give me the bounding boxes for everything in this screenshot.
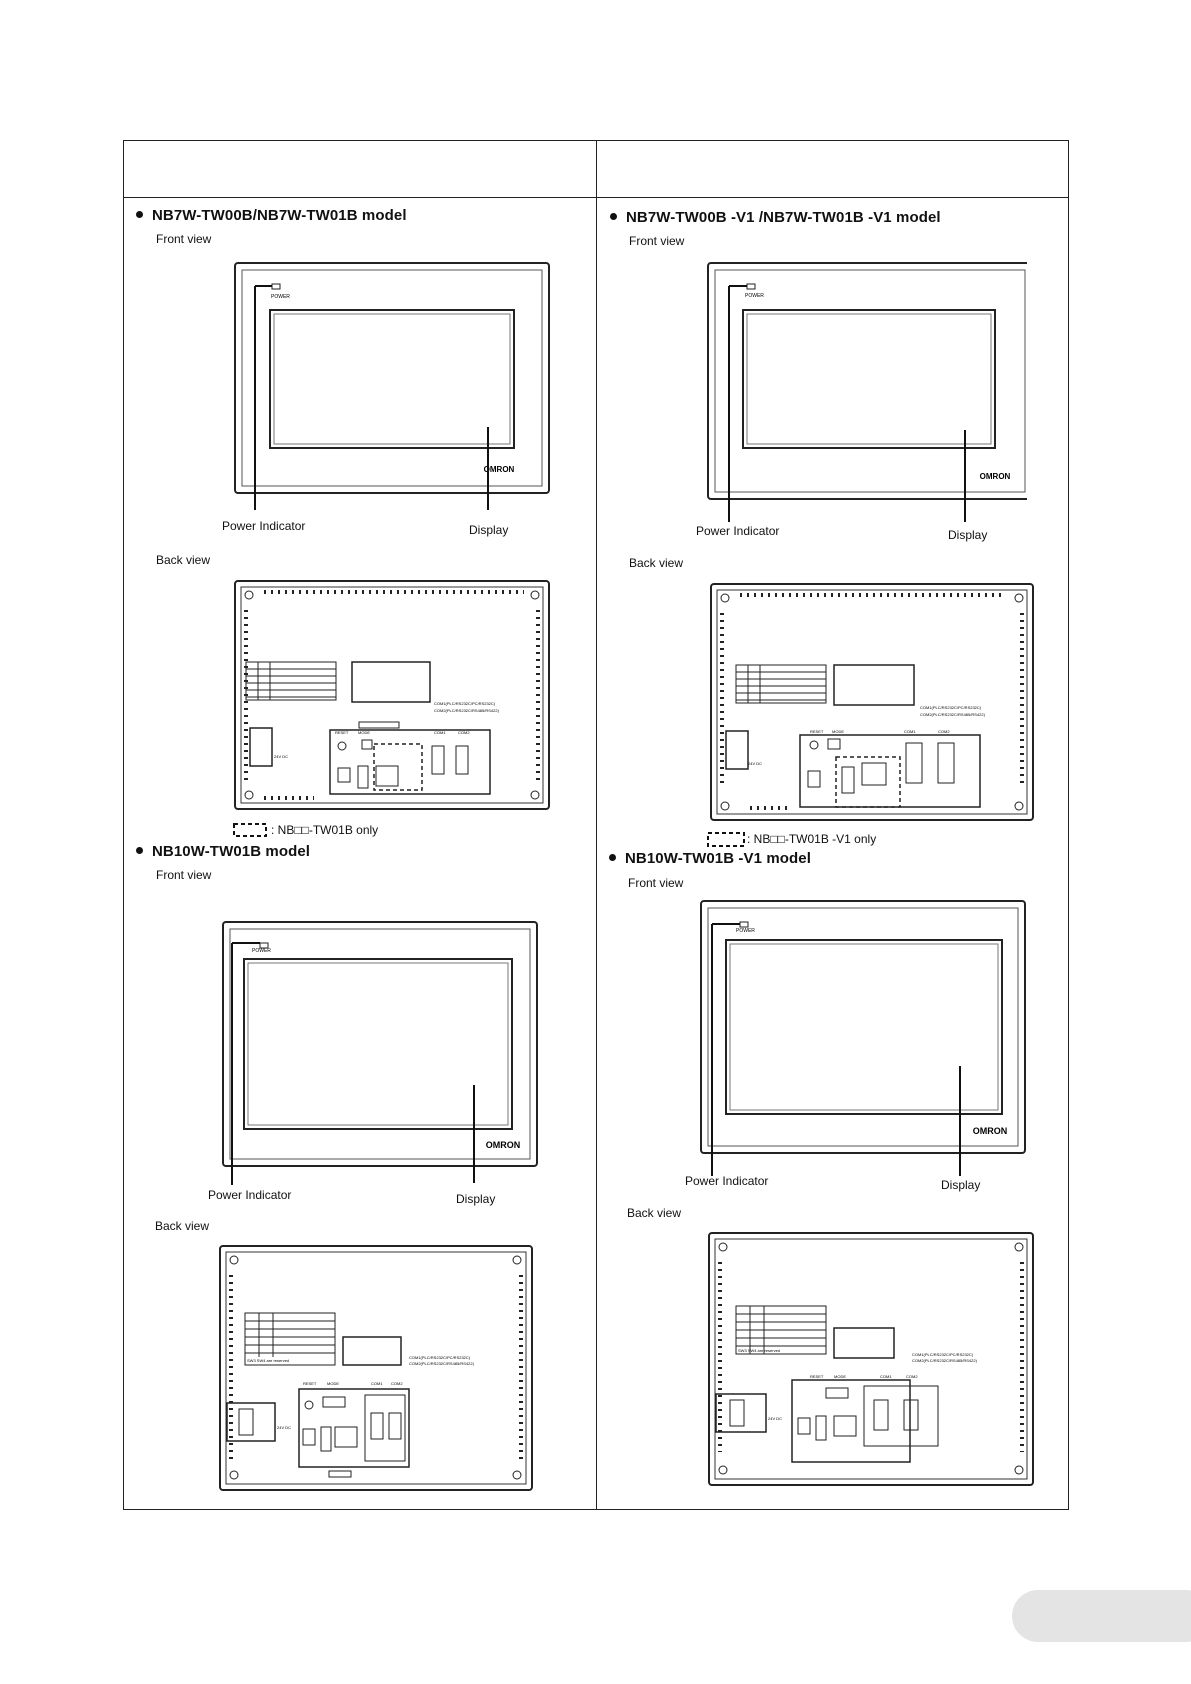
reset-label: RESET	[810, 729, 824, 734]
power-leader-line	[711, 923, 740, 1176]
display-label: Display	[941, 1178, 981, 1192]
back-view-figure: COM1(PLC/RS232C/PC/RS232C) COM2(PLC/RS23…	[234, 580, 550, 810]
power-led-label: POWER	[736, 928, 755, 934]
front-view-label: Front view	[629, 234, 685, 248]
back-view-figure: COM1(PLC/RS232C/PC/RS232C) COM2(PLC/RS23…	[710, 583, 1034, 821]
front-view-figure: POWER OMRON	[700, 900, 1026, 1176]
dashed-box-legend-icon	[707, 832, 745, 847]
power-indicator-label: Power Indicator	[696, 524, 780, 538]
back-view-figure: SW3 SW4 are reserved COM1(PLC/RS232C/PC/…	[219, 1245, 533, 1491]
power-indicator-label: Power Indicator	[208, 1188, 292, 1202]
com1-note: COM1(PLC/RS232C/PC/RS232C)	[409, 1355, 471, 1360]
power-indicator-label: Power Indicator	[685, 1174, 769, 1188]
dip-switch-table	[735, 664, 827, 704]
model-heading: NB10W-TW01B -V1 model	[609, 850, 811, 867]
power-indicator-label: Power Indicator	[222, 519, 306, 533]
back-view-label: Back view	[155, 1219, 210, 1233]
mode-label: MODE	[327, 1381, 339, 1386]
brand-logo: OMRON	[980, 472, 1011, 481]
dip-switch-table: SW3 SW4 are reserved	[735, 1305, 827, 1355]
dip-note: SW3 SW4 are reserved	[738, 1348, 780, 1353]
front-view-label: Front view	[156, 868, 212, 882]
display-label: Display	[456, 1192, 496, 1206]
reset-label: RESET	[335, 730, 349, 735]
bullet-icon	[609, 853, 616, 861]
voltage-label: 24V DC	[768, 1416, 782, 1421]
back-view-label: Back view	[627, 1206, 682, 1220]
com1-label: COM1	[880, 1374, 892, 1379]
com2-label: COM2	[938, 729, 950, 734]
display-label: Display	[948, 528, 988, 542]
reset-label: RESET	[810, 1374, 824, 1379]
brand-logo: OMRON	[484, 465, 515, 474]
back-view-label: Back view	[629, 556, 684, 570]
bullet-icon	[610, 212, 617, 220]
header-row-divider	[123, 197, 1069, 198]
reset-label: RESET	[303, 1381, 317, 1386]
com2-note: COM2(PLC/RS232C/RS485/RS422)	[920, 712, 986, 717]
voltage-label: 24V DC	[748, 761, 762, 766]
front-view-label: Front view	[156, 232, 212, 246]
model-heading: NB7W-TW00B -V1 /NB7W-TW01B -V1 model	[610, 209, 941, 226]
voltage-label: 24V DC	[274, 754, 288, 759]
com1-note: COM1(PLC/RS232C/PC/RS232C)	[434, 701, 496, 706]
mode-label: MODE	[358, 730, 370, 735]
front-view-figure: POWER OMRON	[234, 262, 550, 510]
brand-logo: OMRON	[973, 1126, 1008, 1136]
power-leader-line	[254, 285, 272, 510]
front-view-figure: POWER OMRON	[707, 262, 1027, 522]
com1-note: COM1(PLC/RS232C/PC/RS232C)	[912, 1352, 974, 1357]
ethernet-only-box	[373, 743, 423, 791]
only-note: : NB□□-TW01B -V1 only	[747, 832, 877, 846]
com2-note: COM2(PLC/RS232C/RS485/RS422)	[409, 1361, 475, 1366]
only-note: : NB□□-TW01B only	[271, 823, 379, 837]
mode-label: MODE	[834, 1374, 846, 1379]
brand-logo: OMRON	[486, 1140, 521, 1150]
power-led-label: POWER	[745, 293, 764, 299]
front-view-figure: POWER OMRON	[222, 921, 538, 1185]
model-heading: NB10W-TW01B model	[136, 843, 310, 860]
back-view-label: Back view	[156, 553, 211, 567]
bullet-icon	[136, 210, 143, 218]
com2-label: COM2	[391, 1381, 403, 1386]
column-divider	[596, 140, 597, 1510]
mode-label: MODE	[832, 729, 844, 734]
com2-note: COM2(PLC/RS232C/RS485/RS422)	[912, 1358, 978, 1363]
com2-note: COM2(PLC/RS232C/RS485/RS422)	[434, 708, 500, 713]
com1-label: COM1	[371, 1381, 383, 1386]
display-label: Display	[469, 523, 509, 537]
power-leader-line	[231, 942, 260, 1185]
dip-switch-table	[245, 661, 337, 701]
dashed-box-legend-icon	[233, 823, 267, 837]
power-led-label: POWER	[252, 948, 271, 954]
com1-note: COM1(PLC/RS232C/PC/RS232C)	[920, 705, 982, 710]
com1-label: COM1	[904, 729, 916, 734]
com2-label: COM2	[458, 730, 470, 735]
front-view-label: Front view	[628, 876, 684, 890]
model-heading: NB7W-TW00B/NB7W-TW01B model	[136, 207, 407, 224]
power-led-label: POWER	[271, 294, 290, 300]
page-number-tab	[1012, 1590, 1191, 1642]
power-leader-line	[728, 285, 747, 522]
com2-label: COM2	[906, 1374, 918, 1379]
bullet-icon	[136, 846, 143, 854]
dip-note: SW3 SW4 are reserved	[247, 1358, 289, 1363]
back-view-figure: SW3 SW4 are reserved COM1(PLC/RS232C/PC/…	[708, 1232, 1034, 1486]
com1-label: COM1	[434, 730, 446, 735]
dip-switch-table: SW3 SW4 are reserved	[244, 1312, 336, 1366]
ethernet-only-box	[835, 756, 901, 808]
voltage-label: 24V DC	[277, 1425, 291, 1430]
